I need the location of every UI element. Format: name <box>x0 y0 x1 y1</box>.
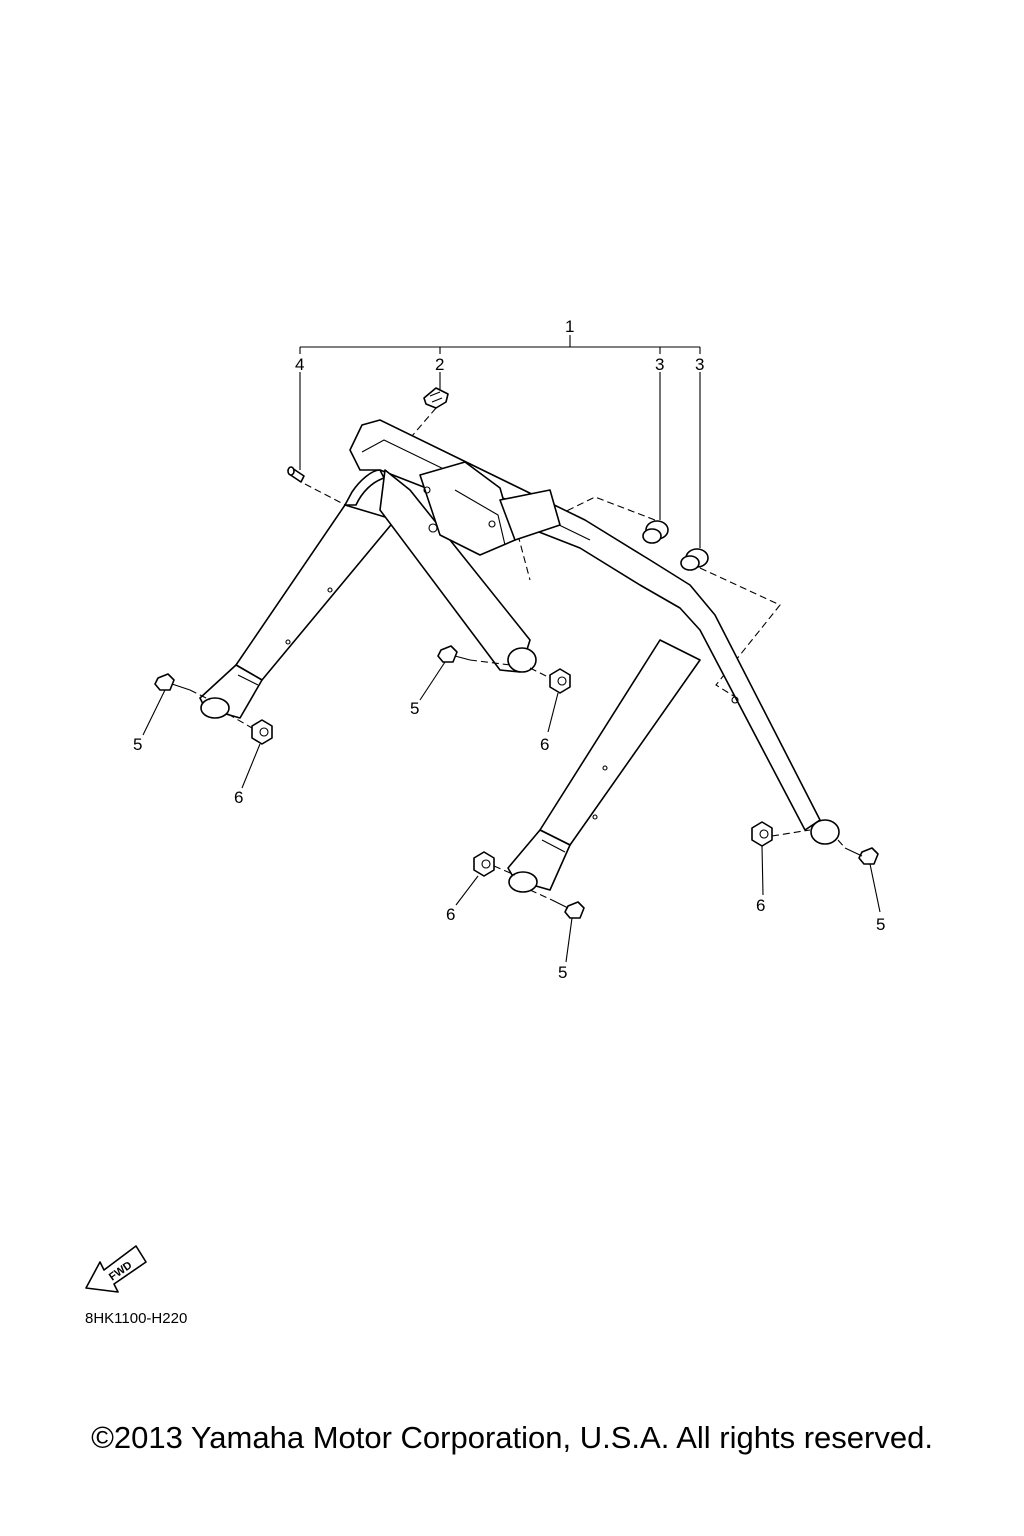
callout-6-c: 6 <box>446 905 455 924</box>
callout-3-left: 3 <box>655 355 664 374</box>
callout-1: 1 <box>565 317 574 336</box>
callout-3-right: 3 <box>695 355 704 374</box>
callout-6-a: 6 <box>234 788 243 807</box>
callout-4: 4 <box>295 355 304 374</box>
clamp-part-2 <box>423 387 449 409</box>
pin-part-4 <box>287 466 305 483</box>
callout-5-c: 5 <box>558 963 567 982</box>
copyright-notice: ©2013 Yamaha Motor Corporation, U.S.A. A… <box>91 1420 933 1455</box>
assembly-bracket <box>299 335 701 548</box>
callout-2: 2 <box>435 355 444 374</box>
nut-part-6-a <box>251 719 273 745</box>
damper-part-3-right <box>680 548 709 571</box>
callout-5-d: 5 <box>876 915 885 934</box>
bolt-part-5-d <box>844 847 879 865</box>
nut-part-6-c <box>473 851 495 877</box>
bolt-part-5-a <box>154 673 191 691</box>
figure-code: 8HK1100-H220 <box>85 1310 188 1327</box>
frame-assembly-part-1 <box>199 419 840 893</box>
bolt-part-5-c <box>551 899 585 919</box>
fwd-arrow-icon: FWD <box>85 1245 147 1293</box>
callout-5-b: 5 <box>410 699 419 718</box>
callout-6-d: 6 <box>756 896 765 915</box>
bolt-part-5-b <box>437 645 471 663</box>
damper-part-3-left <box>642 520 669 544</box>
nut-part-6-b <box>549 668 571 694</box>
callout-5-a: 5 <box>133 735 142 754</box>
nut-part-6-d <box>751 821 773 847</box>
callout-6-b: 6 <box>540 735 549 754</box>
